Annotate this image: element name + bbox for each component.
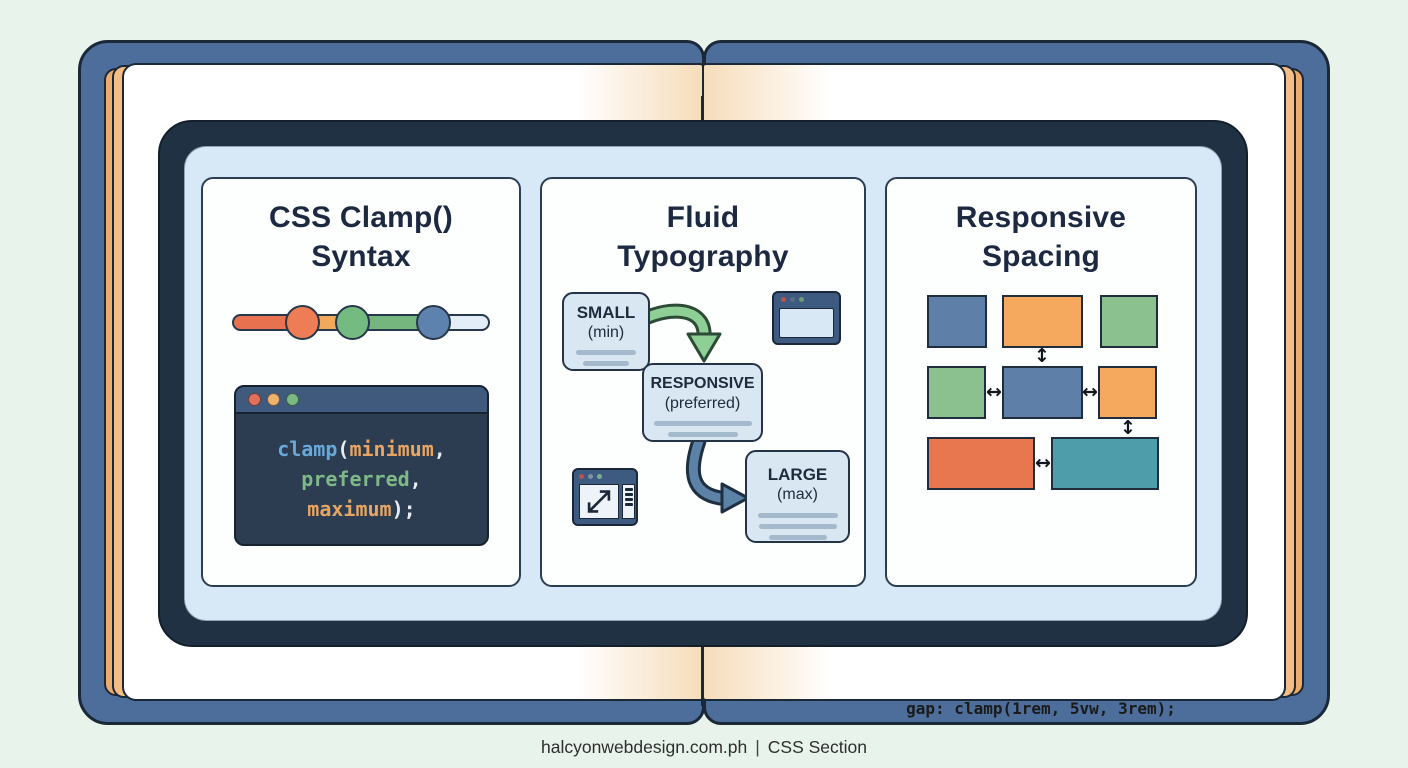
panel-title-spacing: Responsive Spacing [887,198,1195,276]
blue-arrowhead-icon [720,482,750,514]
horizontal-gap-arrow-icon: ↔ [1035,452,1051,474]
footer-site: halcyonwebdesign.com.ph [540,737,748,757]
footer-separator: | [755,737,760,757]
text-line [624,503,633,506]
browser-window-icon [772,291,841,345]
grid-box-orange-2 [1098,366,1157,419]
slider-handle-preferred [335,305,370,340]
code-token-fn: clamp [277,437,338,461]
text-line [624,488,633,491]
tiny-dot-green-icon [799,297,804,302]
grid-box-teal [1051,437,1159,490]
footer-section: CSS Section [767,737,867,757]
text-line [576,350,636,355]
text-line [583,361,629,366]
panel-title-spacing-line2: Spacing [981,240,1101,273]
blue-curved-arrow [688,436,725,503]
placeholder-lines [564,350,648,366]
grid-box-blue-1 [927,295,987,348]
placeholder-lines [644,421,761,437]
grid-box-green-2 [927,366,986,419]
size-card-small: SMALL (min) [562,292,650,371]
browser-window-viewport [779,308,834,338]
vertical-gap-arrow-icon: ↕ [1034,345,1050,367]
tiny-dot-gray-icon [790,297,795,302]
code-token-minimum: minimum [349,437,434,461]
slider-handle-maximum [416,305,451,340]
window-dot-yellow-icon [267,393,280,406]
panel-title-typography-line1: Fluid [666,201,740,234]
gap-code-text: gap: clamp(1rem, 5vw, 3rem); [906,699,1176,718]
panel-title-syntax: CSS Clamp() Syntax [203,198,519,276]
green-curved-arrow [643,306,709,342]
size-card-responsive-label: RESPONSIVE [650,375,755,392]
panel-title-syntax-line1: CSS Clamp() [269,201,453,234]
size-card-small-label: SMALL [576,303,636,322]
diagonal-resize-arrow-icon [587,490,611,513]
size-card-large: LARGE (max) [745,450,850,543]
text-line [624,493,633,496]
panel-title-spacing-line1: Responsive [955,201,1127,234]
code-token-maximum: maximum [307,497,392,521]
resize-window-dots [579,474,602,479]
footer-caption: halcyonwebdesign.com.ph | CSS Section [0,737,1408,758]
code-snippet: clamp(minimum, preferred, maximum); [236,414,487,544]
text-line [757,513,838,518]
panel-title-typography: Fluid Typography [542,198,864,276]
code-window-titlebar [236,387,487,414]
code-line-3: maximum); [307,494,415,524]
text-line [653,421,752,426]
text-line [624,498,633,501]
horizontal-gap-arrow-icon: ↔ [986,381,1002,403]
text-line [758,524,837,529]
code-line-2: preferred, [301,464,421,494]
code-line-1: clamp(minimum, [277,434,446,464]
horizontal-gap-arrow-icon: ↔ [1082,381,1098,403]
panel-clamp-syntax: CSS Clamp() Syntax clamp(minimum, prefer… [201,177,521,587]
resize-sidebar [622,484,635,519]
tiny-dot-gray-icon [588,474,593,479]
size-card-small-sublabel: (min) [587,324,625,341]
size-card-large-label: LARGE [767,465,828,484]
tiny-dot-red-icon [579,474,584,479]
resize-pane [579,484,619,519]
placeholder-lines [747,513,848,540]
grid-box-blue-2 [1002,366,1083,419]
size-card-large-sublabel: (max) [777,486,818,503]
code-window: clamp(minimum, preferred, maximum); [234,385,489,546]
browser-window-dots [781,297,804,302]
slider-handle-minimum [285,305,320,340]
size-card-responsive-sublabel: (preferred) [664,395,741,412]
window-dot-red-icon [248,393,261,406]
tiny-dot-red-icon [781,297,786,302]
code-token-preferred: preferred [301,467,410,491]
grid-box-green-1 [1100,295,1158,348]
window-dot-green-icon [286,393,299,406]
text-line [768,535,827,540]
grid-box-orange-1 [1002,295,1083,348]
code-token-comma1: , [433,437,446,461]
code-token-close: ); [391,497,416,521]
vertical-gap-arrow-icon: ↕ [1120,417,1136,439]
tiny-dot-green-icon [597,474,602,479]
resize-window-icon [572,468,638,526]
green-arrowhead-icon [686,332,722,363]
panel-title-syntax-line2: Syntax [311,240,411,273]
code-token-open-paren: ( [337,437,350,461]
flow-arrows [640,303,750,514]
code-token-comma2: , [409,467,422,491]
text-line [667,432,738,437]
grid-box-coral [927,437,1035,490]
panel-title-typography-line2: Typography [617,240,789,273]
size-card-responsive: RESPONSIVE (preferred) [642,363,763,442]
